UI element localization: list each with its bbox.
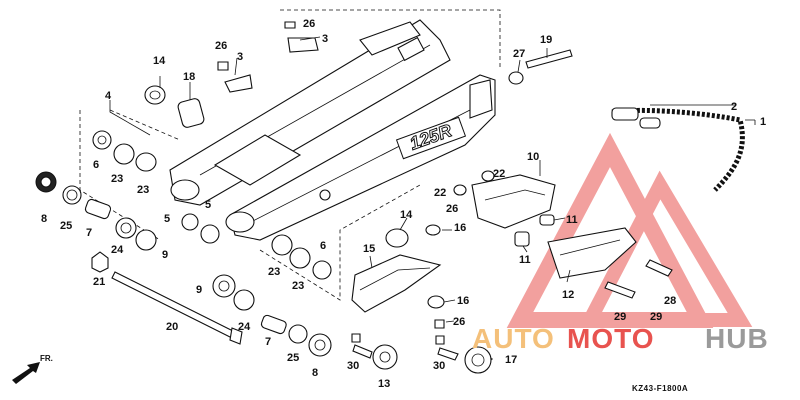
callout-28: 28	[664, 295, 676, 307]
bearings-lower	[212, 234, 332, 357]
callout-23b: 23	[137, 184, 149, 196]
callout-22a: 22	[493, 168, 505, 180]
chain-guide	[453, 170, 556, 247]
callout-14b: 14	[400, 209, 413, 221]
callout-6b: 6	[320, 240, 326, 252]
callout-19: 19	[540, 34, 552, 46]
callout-30b: 30	[433, 360, 445, 372]
watermark-text-moto: MOTO	[567, 323, 654, 354]
callout-11a: 11	[566, 214, 578, 226]
callout-16b: 16	[457, 295, 469, 307]
callout-5a: 5	[164, 213, 170, 225]
callout-23d: 23	[292, 280, 304, 292]
callout-25b: 25	[287, 352, 299, 364]
callout-11b: 11	[519, 254, 531, 266]
callout-16a: 16	[454, 222, 466, 234]
callout-7b: 7	[265, 336, 271, 348]
callout-4: 4	[105, 90, 112, 102]
callout-15: 15	[363, 243, 375, 255]
callout-26b: 26	[215, 40, 227, 52]
callout-10: 10	[527, 151, 539, 163]
callout-26d: 26	[453, 316, 465, 328]
callout-21: 21	[93, 276, 105, 288]
callout-3b: 3	[237, 51, 243, 63]
callout-17: 17	[505, 354, 517, 366]
callout-20: 20	[166, 321, 178, 333]
rollers	[372, 224, 492, 374]
callout-5b: 5	[205, 199, 211, 211]
callout-23a: 23	[111, 173, 123, 185]
callout-25a: 25	[60, 220, 72, 232]
chain-slider	[351, 228, 442, 313]
callout-1: 1	[760, 116, 766, 128]
front-direction-arrow: FR.	[12, 354, 53, 384]
watermark-text-hub: HUB	[705, 323, 769, 354]
diagram-code: KZ43-F1800A	[632, 384, 688, 393]
model-emblem: 125R	[395, 116, 467, 160]
callout-18: 18	[183, 71, 195, 83]
callout-8b: 8	[312, 367, 318, 379]
callout-29a: 29	[614, 311, 626, 323]
callout-24b: 24	[238, 321, 251, 333]
bearings-left	[35, 85, 220, 273]
direction-label: FR.	[40, 354, 53, 363]
callout-26a: 26	[303, 18, 315, 30]
callout-9a: 9	[162, 249, 168, 261]
callout-3a: 3	[322, 33, 328, 45]
watermark-text-auto: AUTO	[472, 323, 555, 354]
drive-chain	[611, 107, 745, 192]
callout-6a: 6	[93, 159, 99, 171]
callout-22b: 22	[434, 187, 446, 199]
watermark: AUTO MOTO HUB	[472, 323, 769, 354]
screws	[217, 21, 673, 361]
callout-30a: 30	[347, 360, 359, 372]
callout-labels: 1 2 3 3 4 5 5 6 6 7 7 8 8 9 9 10 11 11 1…	[41, 18, 766, 390]
callout-23c: 23	[268, 266, 280, 278]
callout-7a: 7	[86, 227, 92, 239]
leader-lines	[109, 36, 756, 360]
callout-13: 13	[378, 378, 390, 390]
callout-12: 12	[562, 289, 574, 301]
swingarm	[79, 9, 501, 301]
callout-2: 2	[731, 101, 737, 113]
chain-slider-rear	[547, 227, 637, 279]
callout-9b: 9	[196, 284, 202, 296]
pivot-bolt	[111, 271, 243, 345]
callout-29b: 29	[650, 311, 662, 323]
callout-24a: 24	[111, 244, 124, 256]
callout-8a: 8	[41, 213, 47, 225]
callout-14a: 14	[153, 55, 166, 67]
callout-27: 27	[513, 48, 525, 60]
callout-26c: 26	[446, 203, 458, 215]
